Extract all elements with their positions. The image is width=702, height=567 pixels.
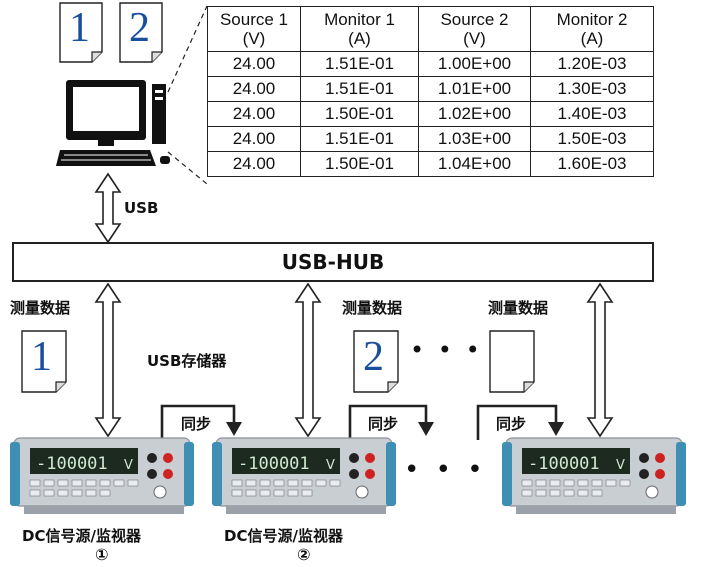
- document-n-icon-lower: [489, 330, 535, 393]
- measurement-table: Source 1(V) Monitor 1(A) Source 2(V) Mon…: [207, 6, 654, 177]
- data-file-icons: [59, 2, 163, 63]
- table-cell: 1.00E+00: [418, 51, 531, 77]
- device-2-name: DC信号源/监视器: [224, 527, 343, 545]
- document-1-icon-lower: [21, 330, 67, 393]
- svg-text:V: V: [616, 458, 625, 473]
- data-arrow-device-2: [294, 282, 322, 438]
- instrument-3: -100001 V: [502, 437, 686, 514]
- usb-hub-box: USB-HUB: [12, 242, 654, 282]
- measure-data-label-2: 测量数据: [342, 299, 403, 317]
- callout-lines: [167, 5, 208, 185]
- table-row: 24.00 1.50E-01 1.02E+00 1.40E-03: [207, 101, 654, 127]
- document-2-number: 2: [129, 5, 150, 51]
- data-arrow-device-3: [586, 282, 614, 438]
- instrument-2-display: -100001: [238, 454, 310, 474]
- svg-text:V: V: [124, 458, 133, 473]
- instrument-2: -100001 V: [212, 437, 396, 514]
- sync-label-2: 同步: [368, 415, 399, 433]
- table-cell: 1.40E-03: [530, 101, 654, 127]
- table-cell: 1.04E+00: [418, 151, 531, 177]
- document-1-number-lower: 1: [31, 334, 52, 380]
- header-monitor-2: Monitor 2(A): [530, 6, 654, 52]
- table-row: 24.00 1.51E-01 1.00E+00 1.20E-03: [207, 51, 654, 77]
- instrument-3-display: -100001: [528, 454, 600, 474]
- document-2-icon-lower: [353, 330, 399, 393]
- measure-data-label-1: 测量数据: [10, 299, 71, 317]
- ellipsis-lower: • • • •: [404, 455, 519, 485]
- sync-arrow-3: [476, 404, 558, 440]
- header-source-2: Source 2(V): [418, 6, 531, 52]
- device-1-name: DC信号源/监视器: [22, 527, 141, 545]
- table-cell: 24.00: [207, 126, 301, 152]
- table-cell: 1.50E-01: [300, 151, 419, 177]
- sync-label-1: 同步: [181, 415, 212, 433]
- usb-storage-label: USB存储器: [147, 352, 227, 370]
- sync-label-3: 同步: [496, 415, 527, 433]
- table-cell: 1.01E+00: [418, 76, 531, 102]
- table-cell: 24.00: [207, 151, 301, 177]
- document-2-number-lower: 2: [363, 334, 384, 380]
- header-monitor-1: Monitor 1(A): [300, 6, 419, 52]
- instrument-1: -100001 V: [10, 437, 194, 514]
- table-cell: 1.60E-03: [530, 151, 654, 177]
- svg-text:V: V: [326, 458, 335, 473]
- ellipsis-upper: • • •: [410, 336, 483, 364]
- sync-arrow-2: [348, 404, 428, 440]
- usb-arrow-pc-hub: [94, 172, 122, 244]
- data-arrow-device-1: [94, 282, 122, 438]
- computer-icon: [56, 80, 170, 166]
- measure-data-label-3: 测量数据: [488, 299, 549, 317]
- device-1-number: ①: [95, 545, 109, 564]
- instrument-1-display: -100001: [36, 454, 108, 474]
- table-cell: 1.02E+00: [418, 101, 531, 127]
- document-1-icon: [59, 2, 103, 63]
- table-row: 24.00 1.50E-01 1.04E+00 1.60E-03: [207, 151, 654, 177]
- sync-arrow-1: [160, 404, 236, 440]
- table-header-row: Source 1(V) Monitor 1(A) Source 2(V) Mon…: [207, 6, 654, 52]
- table-cell: 1.20E-03: [530, 51, 654, 77]
- table-cell: 1.51E-01: [300, 51, 419, 77]
- usb-label: USB: [124, 199, 159, 217]
- header-source-1: Source 1(V): [207, 6, 301, 52]
- table-cell: 1.51E-01: [300, 126, 419, 152]
- device-2-number: ②: [297, 545, 311, 564]
- document-2-icon: [119, 2, 163, 63]
- document-1-number: 1: [69, 5, 90, 51]
- table-cell: 24.00: [207, 51, 301, 77]
- table-row: 24.00 1.51E-01 1.01E+00 1.30E-03: [207, 76, 654, 102]
- table-cell: 1.30E-03: [530, 76, 654, 102]
- table-cell: 24.00: [207, 101, 301, 127]
